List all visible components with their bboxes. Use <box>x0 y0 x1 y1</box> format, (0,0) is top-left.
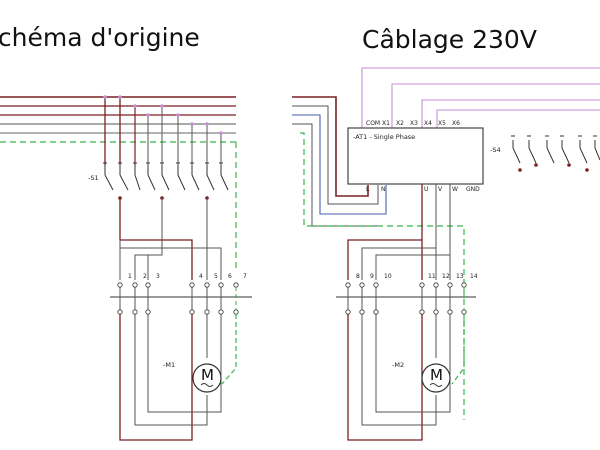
left-title: Schéma d'origine <box>0 23 200 52</box>
right-terminal-14: 14 <box>470 273 478 280</box>
at1-term-x3: X3 <box>410 120 418 127</box>
left-drops <box>103 95 237 270</box>
right-motor-symbol: M <box>430 366 443 384</box>
left-terminal-5: 5 <box>214 273 218 280</box>
left-bus-lines <box>0 96 236 143</box>
right-switch-label: -S4 <box>490 146 501 154</box>
left-switch-s1: -S1 <box>88 162 229 200</box>
right-motor-label: -M2 <box>392 361 404 369</box>
left-terminal-4: 4 <box>199 273 203 280</box>
at1-term-l: L <box>366 186 370 193</box>
right-control-lines <box>361 67 600 128</box>
right-terminal-11: 11 <box>428 273 436 280</box>
left-motor-m1: M -M1 <box>163 361 222 393</box>
right-terminal-13: 13 <box>456 273 464 280</box>
at1-term-gnd: GND <box>466 186 480 193</box>
left-motor-wiring <box>119 314 237 441</box>
at1-term-w: W <box>452 186 458 193</box>
right-switch-s4 <box>511 135 600 172</box>
right-terminal-8: 8 <box>356 273 360 280</box>
left-terminal-strip: 1 2 3 4 5 6 7 <box>110 273 252 315</box>
at1-term-x5: X5 <box>438 120 446 127</box>
at1-term-x6: X6 <box>452 120 460 127</box>
left-terminal-3: 3 <box>156 273 160 280</box>
left-wiring <box>119 198 222 280</box>
at1-term-n: N <box>381 186 386 193</box>
right-terminal-12: 12 <box>442 273 450 280</box>
at1-term-x4: X4 <box>424 120 432 127</box>
right-terminal-9: 9 <box>370 273 374 280</box>
at1-term-x1: X1 <box>382 120 390 127</box>
at1-term-u: U <box>424 186 428 193</box>
left-schematic: -S1 1 2 3 <box>0 95 252 441</box>
left-switch-label: -S1 <box>88 174 99 182</box>
right-schematic: -AT1 - Single Phase COM X1 X2 X3 X4 X5 X… <box>292 67 600 441</box>
right-terminal-strip: 8 9 10 11 12 13 14 <box>336 273 478 315</box>
at1-module-label: -AT1 - Single Phase <box>353 133 415 141</box>
at1-term-com: COM <box>366 120 380 127</box>
left-terminal-6: 6 <box>228 273 232 280</box>
at1-term-x2: X2 <box>396 120 404 127</box>
left-terminal-7: 7 <box>243 273 247 280</box>
left-motor-symbol: M <box>201 366 214 384</box>
at1-module: -AT1 - Single Phase COM X1 X2 X3 X4 X5 X… <box>347 120 484 193</box>
left-terminal-1: 1 <box>128 273 132 280</box>
right-module-outputs <box>347 184 451 280</box>
left-terminal-2: 2 <box>143 273 147 280</box>
at1-term-v: V <box>438 186 443 193</box>
right-title: Câblage 230V <box>362 25 537 54</box>
left-motor-label: -M1 <box>163 361 175 369</box>
right-motor-m2: M -M2 <box>392 361 451 393</box>
right-terminal-10: 10 <box>384 273 392 280</box>
